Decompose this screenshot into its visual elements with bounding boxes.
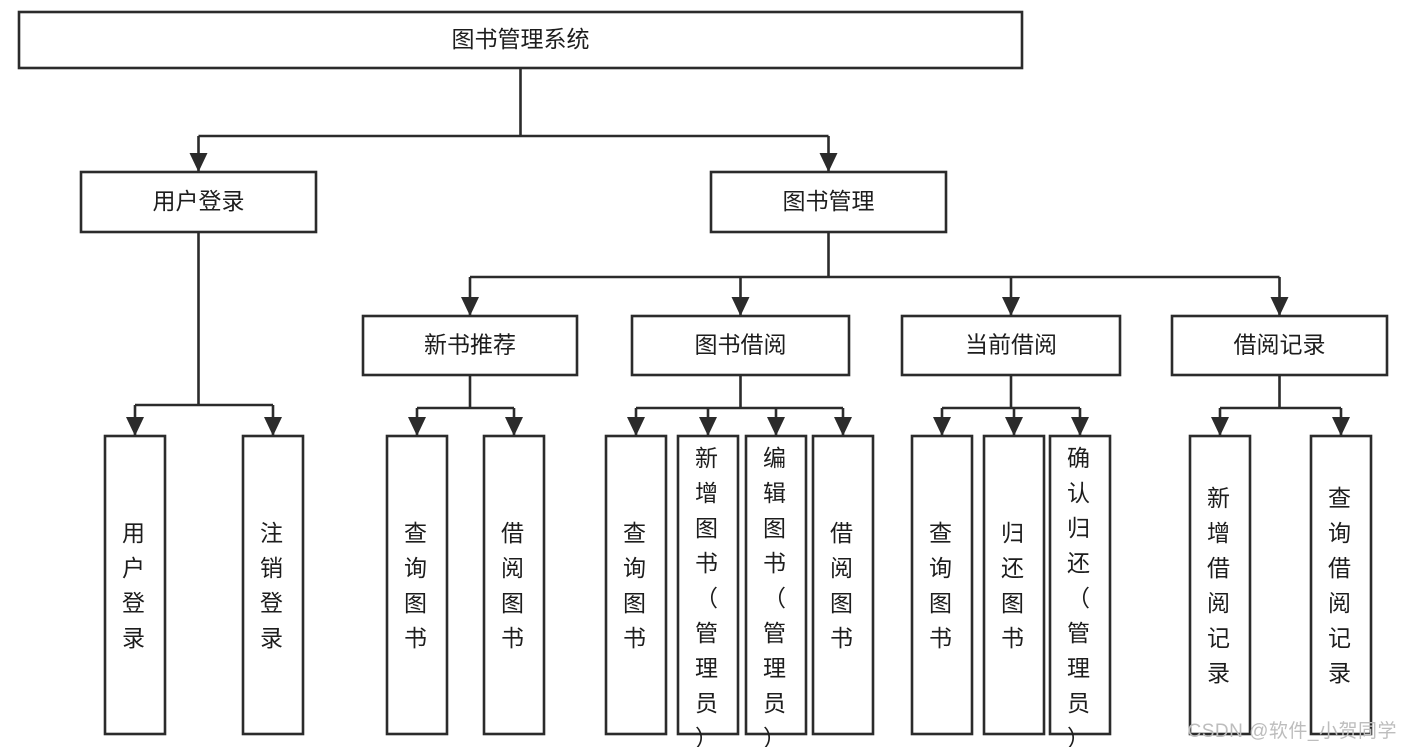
edge-arrowhead-icon [1332, 417, 1350, 436]
leaf-0-node-用户登录-box[interactable] [103, 434, 167, 736]
leaf-4-node-查询图书-box[interactable] [604, 434, 668, 736]
leaf-3-node-借阅图书[interactable]: 借阅图书 [482, 434, 546, 736]
node-当前借阅-box[interactable] [900, 314, 1122, 377]
edge-arrowhead-icon [126, 417, 144, 436]
leaf-6-node-编辑图书管理员[interactable]: 编辑图书（管理员） [744, 434, 808, 747]
leaf-2-node-查询图书-label: 查询图书 [404, 520, 430, 651]
leaf-9-node-归还图书[interactable]: 归还图书 [982, 434, 1046, 736]
leaf-10-node-确认归还管理员-label: 确认归还（管理员） [1067, 445, 1093, 747]
edge-arrowhead-icon [1071, 417, 1089, 436]
node-图书管理系统-label: 图书管理系统 [452, 26, 590, 52]
node-用户登录-box[interactable] [79, 170, 318, 234]
leaf-5-node-新增图书管理员[interactable]: 新增图书（管理员） [676, 434, 740, 747]
edge-arrowhead-icon [627, 417, 645, 436]
leaf-2-node-查询图书[interactable]: 查询图书 [385, 434, 449, 736]
edge-arrowhead-icon [1005, 417, 1023, 436]
node-借阅记录-box[interactable] [1170, 314, 1389, 377]
edge-arrowhead-icon [699, 417, 717, 436]
leaf-4-node-查询图书[interactable]: 查询图书 [604, 434, 668, 736]
leaf-12-node-查询借阅记录-box[interactable] [1309, 434, 1373, 736]
leaf-10-node-确认归还管理员[interactable]: 确认归还（管理员） [1048, 434, 1112, 747]
edge-arrowhead-icon [834, 417, 852, 436]
leaf-12-node-查询借阅记录[interactable]: 查询借阅记录 [1309, 434, 1373, 736]
leaf-11-node-新增借阅记录-label: 新增借阅记录 [1207, 485, 1233, 686]
node-图书借阅-label: 图书借阅 [695, 332, 787, 358]
leaf-8-node-查询图书-box[interactable] [910, 434, 974, 736]
leaf-0-node-用户登录-label: 用户登录 [122, 520, 148, 651]
node-当前借阅-label: 当前借阅 [965, 332, 1057, 358]
leaf-10-node-确认归还管理员-box[interactable] [1048, 434, 1112, 736]
leaf-1-node-注销登录[interactable]: 注销登录 [241, 434, 305, 736]
edge-layer [126, 68, 1350, 436]
leaf-12-node-查询借阅记录-label: 查询借阅记录 [1328, 485, 1354, 686]
edge-arrowhead-icon [1002, 297, 1020, 316]
leaf-7-node-借阅图书[interactable]: 借阅图书 [811, 434, 875, 736]
node-layer: 图书管理系统用户登录图书管理新书推荐图书借阅当前借阅借阅记录用户登录注销登录查询… [17, 10, 1389, 747]
leaf-6-node-编辑图书管理员-label: 编辑图书（管理员） [763, 445, 789, 747]
node-图书借阅[interactable]: 图书借阅 [630, 314, 851, 377]
leaf-9-node-归还图书-box[interactable] [982, 434, 1046, 736]
leaf-1-node-注销登录-box[interactable] [241, 434, 305, 736]
leaf-11-node-新增借阅记录[interactable]: 新增借阅记录 [1188, 434, 1252, 736]
edge-arrowhead-icon [461, 297, 479, 316]
node-用户登录[interactable]: 用户登录 [79, 170, 318, 234]
leaf-2-node-查询图书-box[interactable] [385, 434, 449, 736]
leaf-11-node-新增借阅记录-box[interactable] [1188, 434, 1252, 736]
node-当前借阅[interactable]: 当前借阅 [900, 314, 1122, 377]
node-图书管理-box[interactable] [709, 170, 948, 234]
edge-arrowhead-icon [408, 417, 426, 436]
node-图书借阅-box[interactable] [630, 314, 851, 377]
leaf-9-node-归还图书-label: 归还图书 [1001, 520, 1027, 651]
node-新书推荐-label: 新书推荐 [424, 332, 516, 358]
node-借阅记录-label: 借阅记录 [1234, 332, 1326, 358]
edge-arrowhead-icon [505, 417, 523, 436]
edge-arrowhead-icon [731, 297, 750, 316]
node-图书管理-label: 图书管理 [783, 188, 875, 214]
leaf-7-node-借阅图书-label: 借阅图书 [830, 520, 856, 651]
edge-arrowhead-icon [1270, 297, 1289, 316]
leaf-8-node-查询图书[interactable]: 查询图书 [910, 434, 974, 736]
node-图书管理系统[interactable]: 图书管理系统 [17, 10, 1024, 70]
leaf-6-node-编辑图书管理员-box[interactable] [744, 434, 808, 736]
node-借阅记录[interactable]: 借阅记录 [1170, 314, 1389, 377]
leaf-5-node-新增图书管理员-label: 新增图书（管理员） [695, 445, 721, 747]
edge-arrowhead-icon [189, 153, 208, 172]
leaf-1-node-注销登录-label: 注销登录 [260, 520, 286, 651]
leaf-5-node-新增图书管理员-box[interactable] [676, 434, 740, 736]
leaf-4-node-查询图书-label: 查询图书 [623, 520, 649, 651]
edge-arrowhead-icon [767, 417, 785, 436]
edge-arrowhead-icon [819, 153, 838, 172]
node-新书推荐[interactable]: 新书推荐 [361, 314, 579, 377]
node-图书管理系统-box[interactable] [17, 10, 1024, 70]
leaf-7-node-借阅图书-box[interactable] [811, 434, 875, 736]
leaf-8-node-查询图书-label: 查询图书 [929, 520, 955, 651]
edge-arrowhead-icon [933, 417, 951, 436]
node-图书管理[interactable]: 图书管理 [709, 170, 948, 234]
edge-arrowhead-icon [264, 417, 282, 436]
node-新书推荐-box[interactable] [361, 314, 579, 377]
leaf-3-node-借阅图书-box[interactable] [482, 434, 546, 736]
node-用户登录-label: 用户登录 [153, 188, 245, 214]
leaf-3-node-借阅图书-label: 借阅图书 [501, 520, 527, 651]
leaf-0-node-用户登录[interactable]: 用户登录 [103, 434, 167, 736]
edge-arrowhead-icon [1211, 417, 1229, 436]
